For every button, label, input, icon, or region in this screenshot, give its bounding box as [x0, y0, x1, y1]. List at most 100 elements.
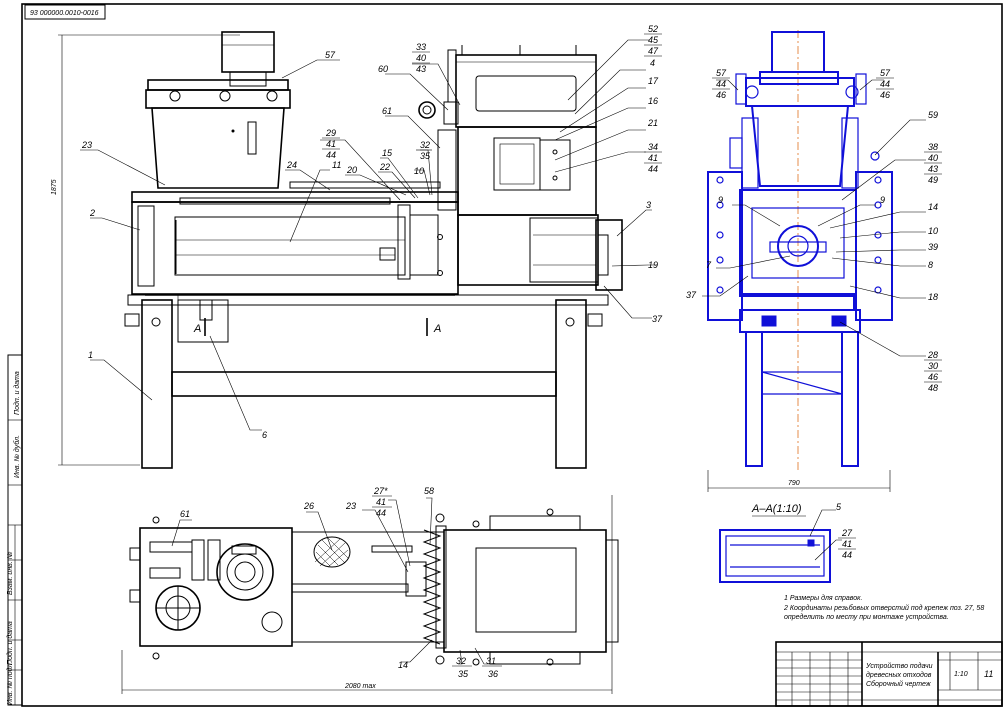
svg-text:11: 11 [984, 669, 993, 679]
svg-text:36: 36 [488, 669, 498, 679]
svg-text:31: 31 [486, 656, 496, 666]
svg-text:41: 41 [326, 139, 336, 149]
svg-text:44: 44 [376, 508, 386, 518]
svg-text:33: 33 [416, 42, 426, 52]
svg-text:2 Координаты резьбовых отверст: 2 Координаты резьбовых отверстий под кре… [783, 604, 984, 612]
svg-text:47: 47 [648, 46, 659, 56]
svg-text:23: 23 [345, 501, 356, 511]
svg-text:44: 44 [648, 164, 658, 174]
svg-text:Подп. и дата: Подп. и дата [13, 371, 21, 415]
svg-text:44: 44 [880, 79, 890, 89]
svg-text:48: 48 [928, 383, 938, 393]
svg-text:15: 15 [382, 148, 393, 158]
svg-text:29: 29 [325, 128, 336, 138]
svg-text:41: 41 [376, 497, 386, 507]
svg-text:Инв. № подл.: Инв. № подл. [6, 662, 14, 705]
svg-text:46: 46 [928, 372, 938, 382]
svg-text:7: 7 [706, 260, 712, 270]
svg-text:60: 60 [378, 64, 388, 74]
svg-text:39: 39 [928, 242, 938, 252]
svg-text:17: 17 [648, 76, 659, 86]
side-view: 790 57 44 46 57 44 46 59 38 [686, 30, 942, 492]
svg-text:Инв. № дубл.: Инв. № дубл. [13, 435, 21, 478]
svg-text:38: 38 [928, 142, 938, 152]
svg-text:45: 45 [648, 35, 659, 45]
svg-text:27*: 27* [373, 486, 388, 496]
svg-text:57: 57 [880, 68, 891, 78]
svg-text:32: 32 [456, 656, 466, 666]
svg-text:44: 44 [842, 550, 852, 560]
svg-text:49: 49 [928, 175, 938, 185]
svg-text:93 000000.0010-0016: 93 000000.0010-0016 [30, 10, 99, 17]
svg-text:57: 57 [325, 50, 336, 60]
svg-text:35: 35 [458, 669, 469, 679]
svg-text:A: A [193, 323, 201, 335]
svg-text:21: 21 [647, 118, 658, 128]
svg-text:9: 9 [880, 195, 885, 205]
svg-text:древесных отходов: древесных отходов [866, 671, 932, 679]
svg-text:5: 5 [836, 502, 842, 512]
svg-text:40: 40 [416, 53, 426, 63]
svg-text:43: 43 [416, 64, 426, 74]
svg-text:27: 27 [841, 528, 853, 538]
svg-text:61: 61 [180, 509, 190, 519]
svg-text:14: 14 [928, 202, 938, 212]
svg-text:Устройство подачи: Устройство подачи [865, 662, 933, 670]
svg-text:4: 4 [650, 58, 655, 68]
section-a-a: А–А(1:10) 5 27 41 44 [719, 502, 856, 583]
front-view: 1875 [51, 24, 663, 469]
svg-text:20: 20 [346, 165, 357, 175]
svg-text:30: 30 [928, 361, 938, 371]
plan-view: 2080 max 61 26 23 27* 41 44 58 14 32 35 … [121, 486, 619, 694]
svg-text:1:10: 1:10 [954, 671, 968, 678]
svg-text:1875: 1875 [51, 179, 58, 195]
svg-text:8: 8 [928, 260, 933, 270]
svg-text:10: 10 [928, 226, 938, 236]
svg-text:19: 19 [648, 260, 658, 270]
svg-text:46: 46 [716, 90, 726, 100]
svg-text:18: 18 [928, 292, 938, 302]
technical-notes: 1 Размеры для справок. 2 Координаты резь… [783, 594, 984, 621]
svg-text:26: 26 [303, 501, 314, 511]
svg-text:59: 59 [928, 110, 938, 120]
svg-text:6: 6 [262, 430, 267, 440]
svg-text:2080 max: 2080 max [344, 683, 376, 690]
svg-text:790: 790 [788, 480, 800, 487]
drawing-code-stamp: 93 000000.0010-0016 [24, 4, 106, 20]
left-binding-stamp: Подп. и дата Инв. № дубл. Взам. инв. № П… [6, 354, 23, 706]
svg-text:37: 37 [652, 314, 663, 324]
svg-text:1 Размеры для справок.: 1 Размеры для справок. [784, 594, 862, 602]
svg-text:1: 1 [88, 350, 93, 360]
svg-text:14: 14 [398, 660, 408, 670]
svg-text:41: 41 [648, 153, 658, 163]
svg-text:35: 35 [420, 151, 431, 161]
svg-text:11: 11 [332, 160, 341, 170]
svg-text:43: 43 [928, 164, 938, 174]
title-block: Устройство подачи древесных отходов Сбор… [775, 641, 1003, 707]
svg-text:41: 41 [842, 539, 852, 549]
svg-text:A: A [433, 323, 441, 335]
svg-text:44: 44 [326, 150, 336, 160]
svg-text:34: 34 [648, 142, 658, 152]
svg-text:9: 9 [718, 195, 723, 205]
svg-text:46: 46 [880, 90, 890, 100]
svg-text:37: 37 [686, 290, 697, 300]
svg-text:Сборочный чертеж: Сборочный чертеж [866, 680, 932, 688]
svg-text:23: 23 [81, 140, 92, 150]
svg-text:22: 22 [379, 162, 390, 172]
svg-text:10: 10 [414, 166, 424, 176]
svg-text:32: 32 [420, 140, 430, 150]
svg-text:24: 24 [286, 160, 297, 170]
svg-text:58: 58 [424, 486, 434, 496]
svg-text:2: 2 [89, 208, 95, 218]
svg-text:52: 52 [648, 24, 658, 34]
svg-text:16: 16 [648, 96, 658, 106]
svg-text:40: 40 [928, 153, 938, 163]
svg-text:44: 44 [716, 79, 726, 89]
svg-text:А–А(1:10): А–А(1:10) [751, 503, 802, 515]
svg-text:3: 3 [646, 200, 651, 210]
svg-text:28: 28 [927, 350, 938, 360]
svg-text:57: 57 [716, 68, 727, 78]
svg-text:Подп. и дата: Подп. и дата [6, 621, 14, 665]
